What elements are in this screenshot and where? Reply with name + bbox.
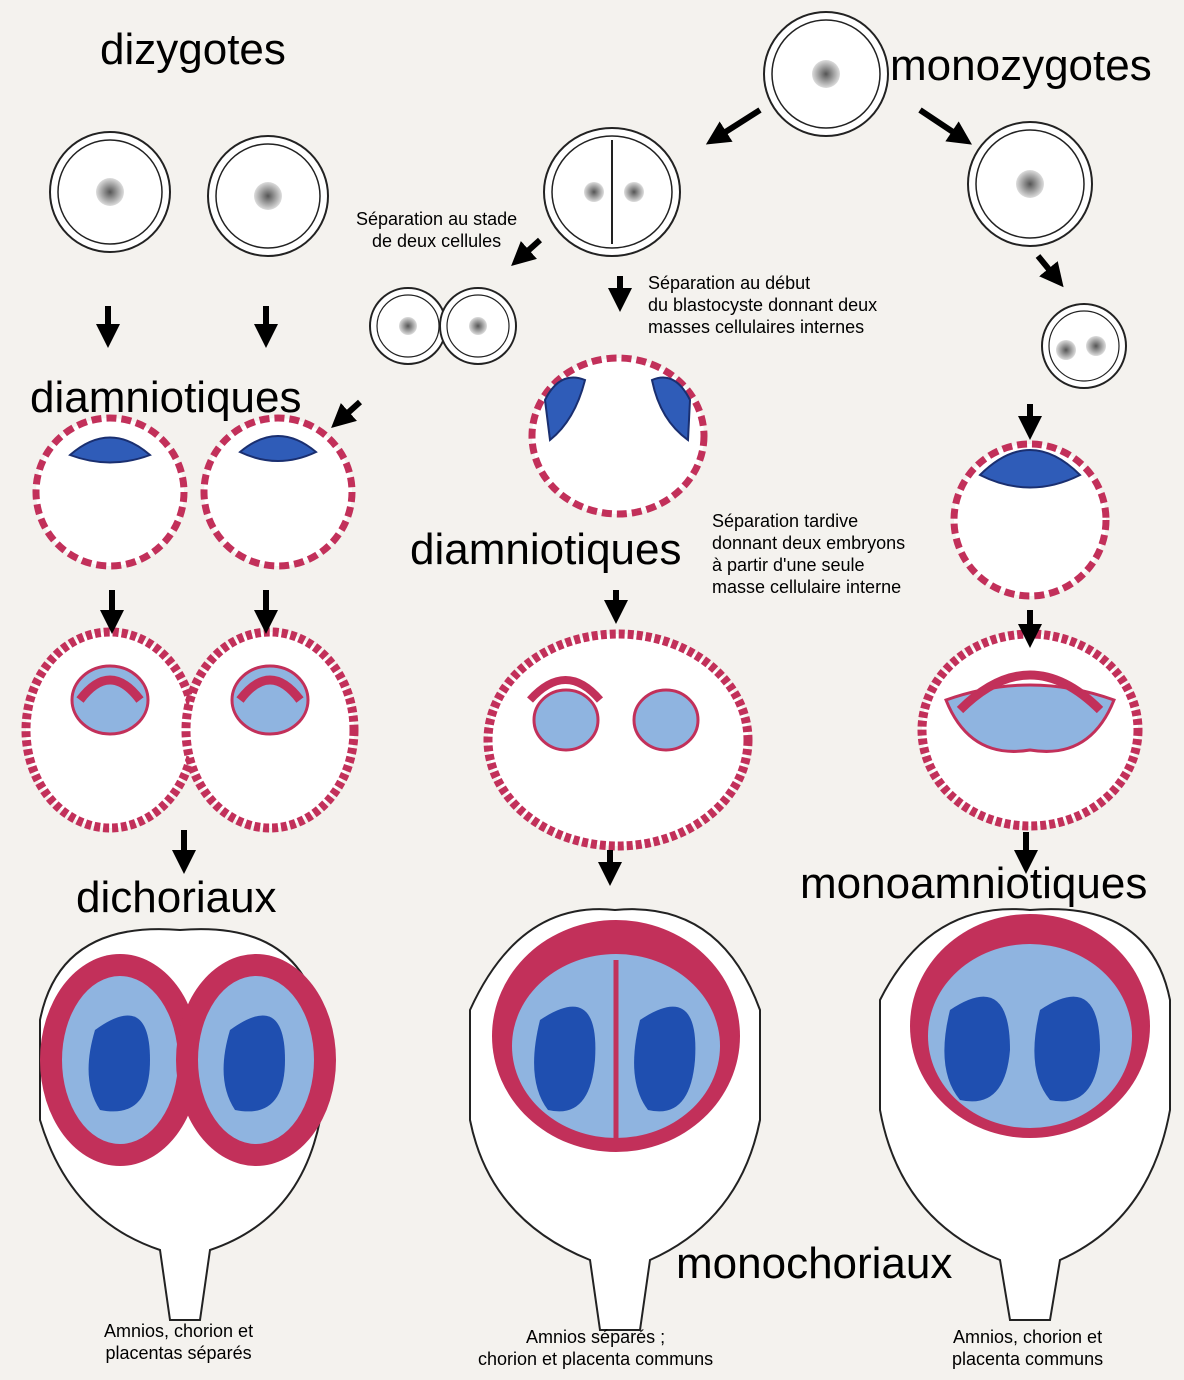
annotation-separation-blastocyst: Séparation au début du blastocyste donna…: [648, 272, 877, 338]
arrow: [520, 240, 540, 258]
label-monochoriaux: monochoriaux: [676, 1242, 952, 1286]
zygote-cell-monozygotic: [764, 12, 888, 136]
label-diamniotiques-middle: diamniotiques: [410, 528, 682, 572]
blastocyst-left-2: [204, 418, 352, 566]
blastocyst-middle: [532, 358, 704, 514]
separated-cells-pair: [370, 288, 516, 364]
blastocyst-left-1: [36, 418, 184, 566]
label-dichoriaux: dichoriaux: [76, 876, 277, 920]
arrow: [716, 110, 760, 138]
implanted-embryo-right: [922, 634, 1138, 826]
annotation-separation-late: Séparation tardive donnant deux embryons…: [712, 510, 905, 598]
single-cell-right: [968, 122, 1092, 246]
single-cell-right-small: [1042, 304, 1126, 388]
zygote-cell-left-2: [208, 136, 328, 256]
label-monoamniotiques: monoamniotiques: [800, 862, 1147, 906]
blastocyst-right: [954, 444, 1106, 596]
implanted-embryo-left-2: [186, 632, 354, 828]
arrow: [340, 402, 360, 420]
implanted-embryo-middle: [488, 634, 748, 846]
arrow: [920, 110, 962, 138]
arrow: [1038, 256, 1056, 278]
two-cell-stage: [544, 128, 680, 256]
caption-middle: Amnios séparés ; chorion et placenta com…: [478, 1326, 713, 1370]
caption-right: Amnios, chorion et placenta communs: [952, 1326, 1103, 1370]
label-dizygotes: dizygotes: [100, 28, 286, 72]
label-monozygotes: monozygotes: [890, 44, 1152, 88]
zygote-cell-left-1: [50, 132, 170, 252]
annotation-separation-two-cells: Séparation au stade de deux cellules: [356, 208, 517, 252]
label-diamniotiques-left: diamniotiques: [30, 376, 302, 420]
uterus-dichorionic: [40, 929, 336, 1320]
implanted-embryo-left-1: [26, 632, 194, 828]
caption-left: Amnios, chorion et placentas séparés: [104, 1320, 253, 1364]
